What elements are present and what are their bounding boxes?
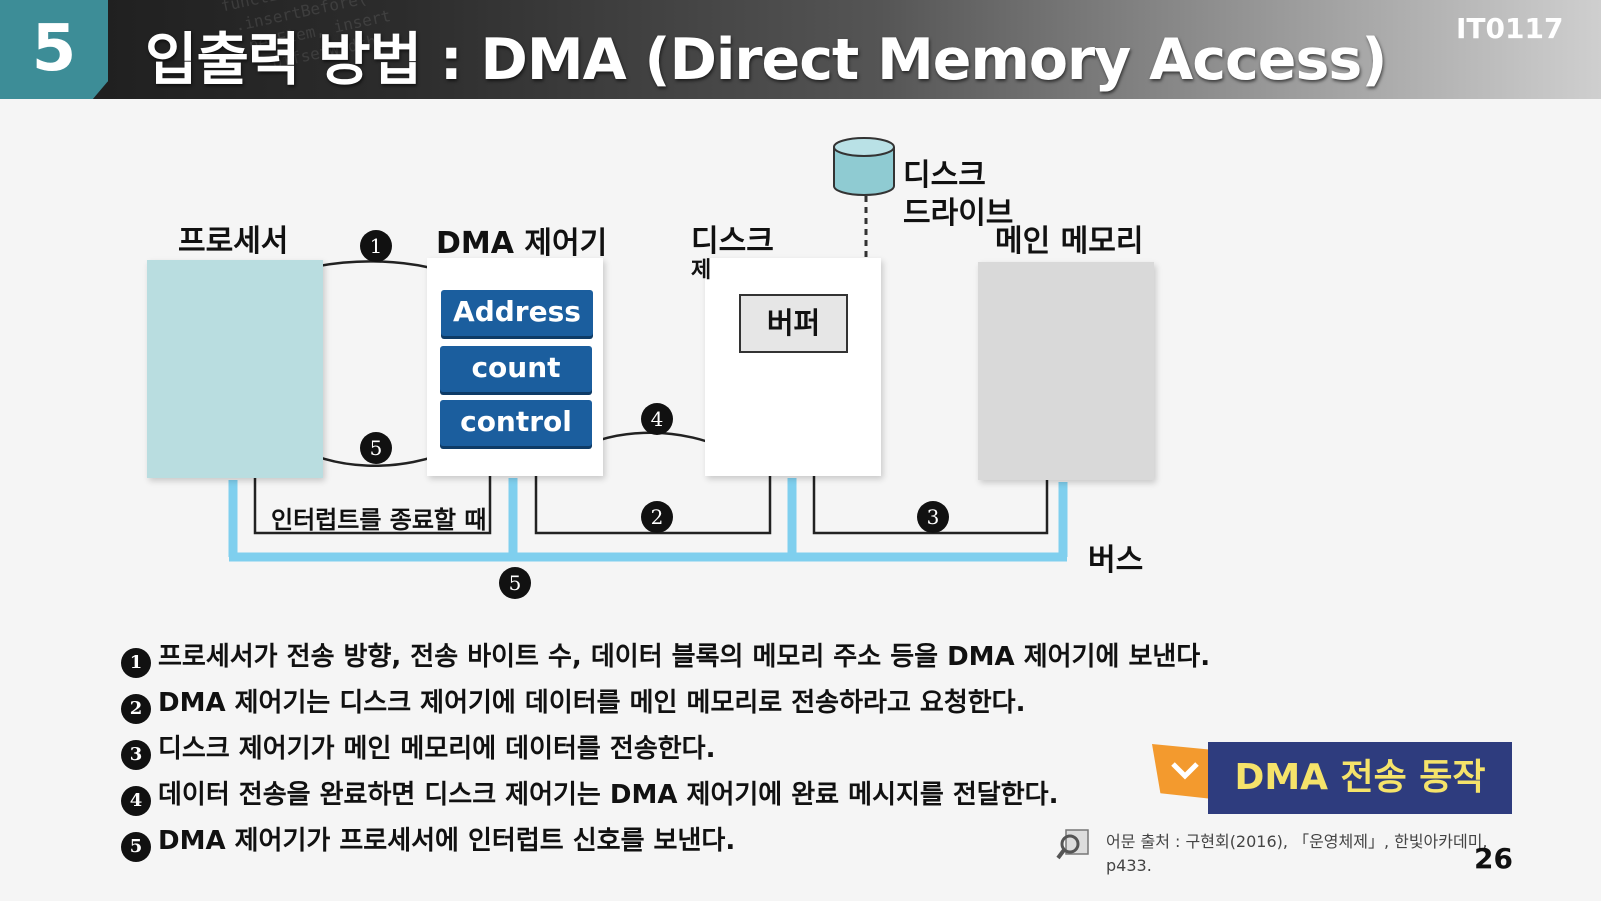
address-register: Address [441, 290, 593, 336]
processor-label: 프로세서 [178, 224, 289, 259]
disk-controller-label-cut: 제 [691, 258, 712, 283]
system-bus [228, 478, 1068, 562]
source-line-2: p433. [1106, 856, 1152, 875]
arrow-5-interrupt-path [242, 413, 492, 535]
slide-header: function .insertBefore( newElem, insert … [0, 0, 1601, 99]
bullet-number: 1 [121, 648, 151, 678]
check-icon [1165, 750, 1205, 790]
main-memory-label: 메인 메모리 [995, 224, 1144, 259]
step-marker-2: 2 [641, 501, 673, 533]
step-marker-4: 4 [641, 403, 673, 435]
buffer-box: 버퍼 [739, 294, 848, 353]
section-tag: DMA 전송 동작 [1208, 742, 1512, 814]
main-memory-box [978, 262, 1154, 480]
disk-drive-label: 디스크 [903, 158, 986, 193]
slide-title: 입출력 방법 : DMA (Direct Memory Access) [145, 27, 1387, 93]
processor-box [147, 260, 323, 478]
source-line-1: 어문 출처 : 구현회(2016), 「운영체제」, 한빛아카데미, [1106, 832, 1488, 851]
arrow-2-dma-to-disk [534, 413, 783, 535]
count-register: count [440, 346, 592, 392]
step-marker-1: 1 [360, 230, 392, 262]
magnifier-icon [1056, 829, 1089, 860]
course-code: IT0117 [1456, 12, 1564, 45]
disk-drive-cylinder [833, 137, 895, 258]
section-number: 5 [31, 12, 77, 86]
bullet-number: 5 [121, 832, 151, 862]
dma-controller-label: DMA 제어기 [436, 226, 608, 261]
page-number: 26 [1474, 842, 1513, 875]
control-register: control [440, 400, 592, 446]
interrupt-label: 인터럽트를 종료할 때 [271, 506, 487, 534]
disk-controller-label: 디스크 [691, 224, 774, 259]
disk-drive-label-2: 드라이브 [903, 196, 1014, 231]
source-citation: 어문 출처 : 구현회(2016), 「운영체제」, 한빛아카데미, p433. [1106, 830, 1488, 878]
bullet-number: 3 [121, 740, 151, 770]
section-number-badge: 5 [0, 0, 108, 99]
bullet-number: 2 [121, 694, 151, 724]
step-marker-5-bus: 5 [499, 567, 531, 599]
step-marker-5: 5 [360, 432, 392, 464]
step-marker-3: 3 [917, 501, 949, 533]
bullet-number: 4 [121, 786, 151, 816]
disk-controller-box [705, 258, 881, 476]
bus-label: 버스 [1088, 543, 1144, 578]
